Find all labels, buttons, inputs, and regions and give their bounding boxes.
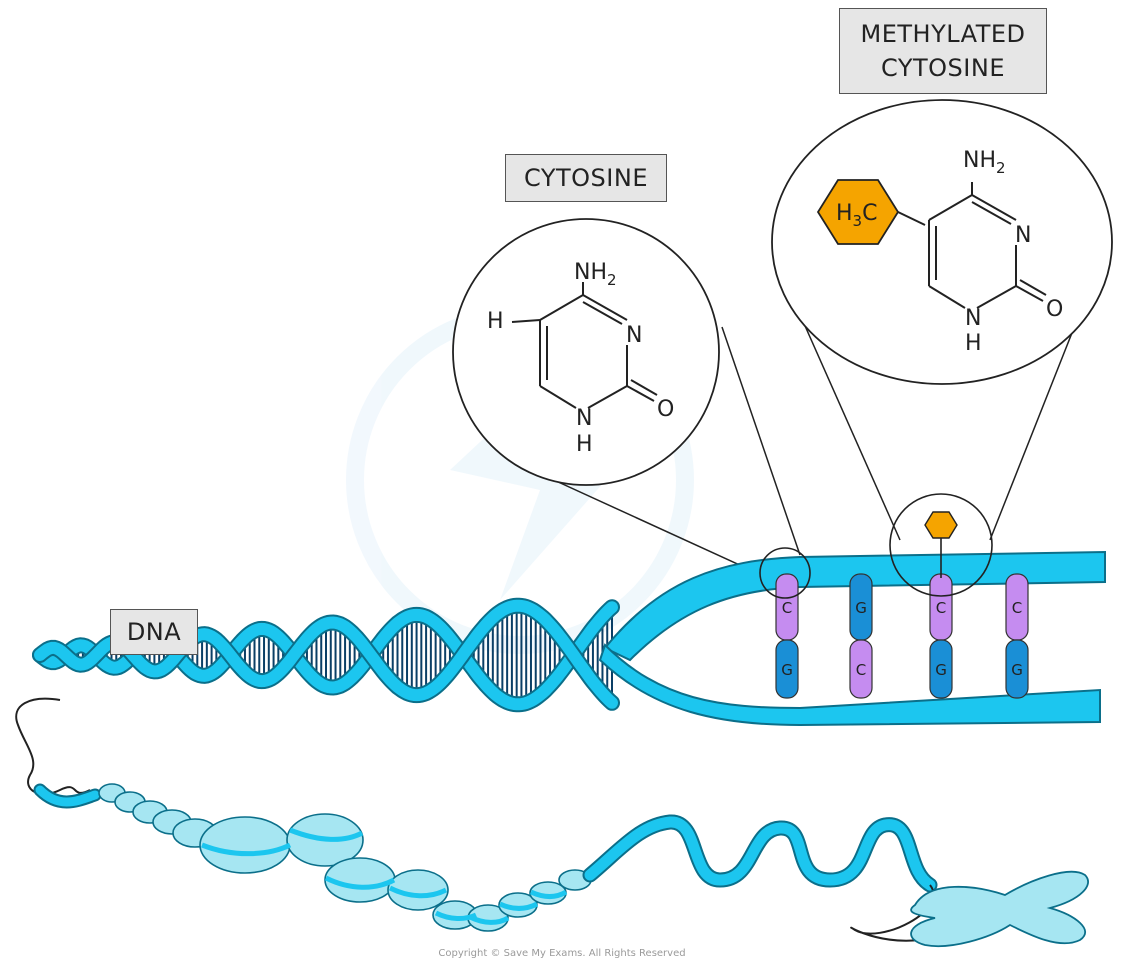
base-letter: G <box>781 661 793 679</box>
methylated-cytosine-magnifier: H3C NH2 N N H O <box>771 99 1113 385</box>
chromatin-fiber <box>15 697 938 942</box>
base-letter: C <box>782 599 792 617</box>
methyl-group-hexagon <box>816 179 900 245</box>
dna-label: DNA <box>110 609 198 655</box>
methyl-h-bottom-label: H <box>965 331 982 356</box>
methylated-cytosine-label: METHYLATED CYTOSINE <box>839 8 1047 94</box>
copyright-notice: Copyright © Save My Exams. All Rights Re… <box>438 948 686 959</box>
methyl-zoom-lines <box>789 291 1086 541</box>
cytosine-o-label: O <box>657 397 674 422</box>
dna-double-helix <box>32 597 620 713</box>
methyl-group-label: H3C <box>836 201 877 230</box>
guanine-base <box>929 639 953 699</box>
cytosine-label: CYTOSINE <box>505 154 667 202</box>
methyl-ring <box>897 182 1047 309</box>
base-letter: G <box>1011 661 1023 679</box>
methyl-o-label: O <box>1046 297 1063 322</box>
guanine-base <box>1005 639 1029 699</box>
cytosine-h-bottom-label: H <box>576 432 593 457</box>
cytosine-zoom-lines <box>531 326 801 579</box>
cytosine-ring <box>511 282 658 409</box>
nucleosome-bands <box>201 827 568 925</box>
cytosine-base <box>849 639 873 699</box>
cytosine-n-bottom-label: N <box>576 406 592 431</box>
methyl-marker <box>924 511 958 578</box>
cytosine-magnifier: NH2 H N N H O <box>452 218 720 486</box>
base-pairs: C G G C C G C G <box>775 573 1029 699</box>
methyl-n-ring-label: N <box>1015 223 1031 248</box>
magnifier-small-circles <box>759 493 993 599</box>
cytosine-nh2-label: NH2 <box>574 260 617 289</box>
cytosine-h-label: H <box>487 309 504 334</box>
methyl-nh2-label: NH2 <box>963 148 1006 177</box>
methylated-label-line1: METHYLATED <box>860 20 1026 48</box>
chromosome <box>910 870 1089 947</box>
base-letter: C <box>856 661 866 679</box>
base-letter: G <box>935 661 947 679</box>
base-letter: C <box>936 599 946 617</box>
guanine-base <box>775 639 799 699</box>
base-letter: G <box>855 599 867 617</box>
base-letter: C <box>1012 599 1022 617</box>
methyl-n-bottom-label: N <box>965 306 981 331</box>
methylated-label-line2: CYTOSINE <box>881 54 1005 82</box>
cytosine-n-ring-label: N <box>626 323 642 348</box>
